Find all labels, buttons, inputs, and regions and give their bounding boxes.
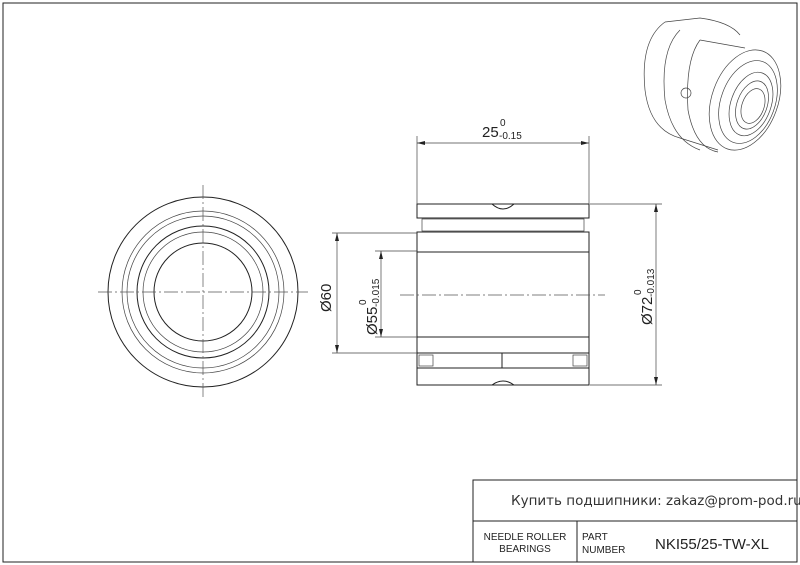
outer-diameter-upper-tol: 0 [633, 289, 644, 295]
width-value: 25 [482, 124, 499, 141]
dimension-outer-diameter: Ø72 0 -0.013 [590, 203, 662, 386]
shaft-diameter-value: Ø60 [318, 284, 335, 312]
category-line2: BEARINGS [499, 544, 551, 555]
dimension-bore-diameter: Ø55 0 -0.015 [358, 250, 417, 338]
part-label-line2: NUMBER [582, 545, 625, 556]
front-view [98, 185, 308, 400]
width-upper-tol: 0 [500, 118, 506, 129]
outer-diameter-lower-tol: -0.013 [646, 268, 657, 297]
dimension-width: 25 0 -0.15 [416, 118, 590, 204]
bore-diameter-upper-tol: 0 [358, 299, 369, 305]
section-view [400, 203, 605, 386]
part-number: NKI55/25-TW-XL [655, 536, 769, 553]
part-label-line1: PART [582, 532, 608, 543]
dimension-shaft-diameter: Ø60 [318, 232, 417, 354]
title-block: Купить подшипники: zakaz@prom-pod.ru NEE… [472, 479, 800, 563]
outer-diameter-value: Ø72 [639, 297, 656, 325]
contact-text: Купить подшипники: zakaz@prom-pod.ru [511, 493, 800, 509]
bore-diameter-lower-tol: -0.015 [371, 278, 382, 307]
category-line1: NEEDLE ROLLER [484, 532, 567, 543]
width-lower-tol: -0.15 [499, 131, 522, 142]
bore-diameter-value: Ø55 [364, 307, 381, 335]
isometric-bearing-illustration [643, 17, 782, 153]
